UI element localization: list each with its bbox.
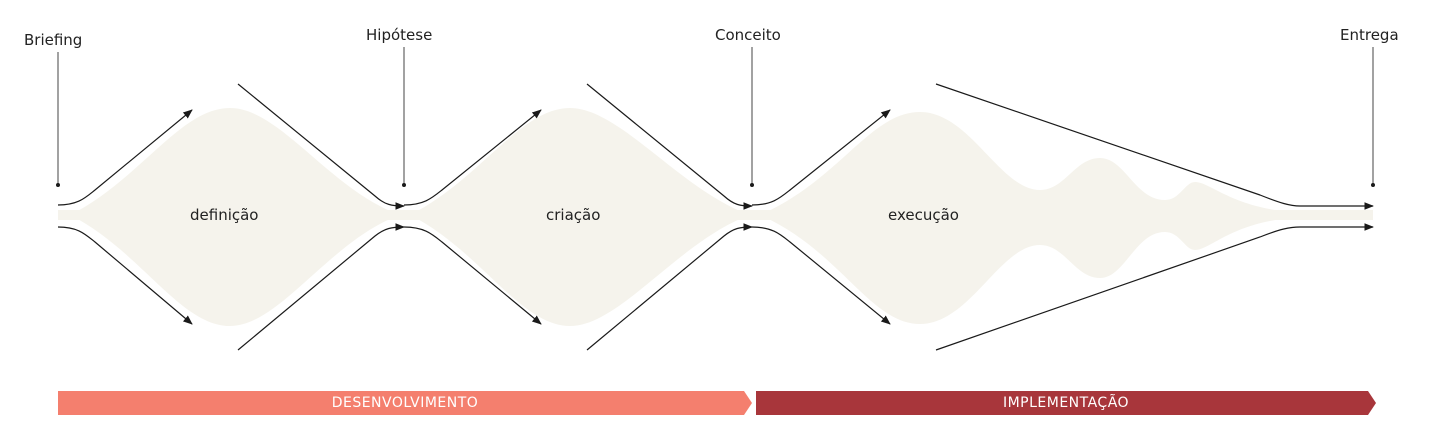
- arrow-definicao-down: [57, 226, 193, 325]
- milestone-briefing: Briefing: [24, 31, 83, 49]
- phase-execucao: execução: [888, 206, 959, 224]
- phase-definicao: definição: [190, 206, 259, 224]
- arrow-conceito-bottom: [586, 223, 753, 351]
- hipotese-dot: [402, 183, 406, 187]
- arrow-hipotese-top: [237, 83, 405, 210]
- arrow-hipotese-bottom: [237, 223, 405, 351]
- desenvolvimento-bar: [58, 391, 752, 415]
- milestone-markers: [57, 47, 1374, 184]
- arrow-entrega-bottom: [935, 223, 1374, 351]
- arrow-entrega-top: [935, 83, 1374, 210]
- flow-arrows: [57, 83, 1374, 351]
- entrega-dot: [1371, 183, 1375, 187]
- stage-implementacao-label: IMPLEMENTAÇÃO: [1002, 395, 1130, 411]
- execucao-shape: [760, 112, 1373, 324]
- milestone-conceito: Conceito: [715, 26, 781, 44]
- briefing-dot: [56, 183, 60, 187]
- implementacao-bar: [756, 391, 1376, 415]
- milestone-entrega: Entrega: [1340, 26, 1399, 44]
- arrow-criacao-down: [403, 226, 542, 325]
- phase-criacao: criação: [546, 206, 601, 224]
- milestone-hipotese: Hipótese: [366, 26, 433, 44]
- criacao-shape: [410, 108, 750, 326]
- definicao-shape: [70, 108, 400, 326]
- arrow-execucao-up: [751, 109, 891, 206]
- arrow-criacao-up: [403, 109, 542, 206]
- arrow-definicao-up: [57, 109, 193, 206]
- milestone-dots: [56, 183, 1375, 187]
- conceito-dot: [750, 183, 754, 187]
- arrow-execucao-down: [751, 226, 891, 325]
- stage-desenvolvimento-label: DESENVOLVIMENTO: [331, 395, 479, 411]
- arrow-conceito-top: [586, 83, 753, 210]
